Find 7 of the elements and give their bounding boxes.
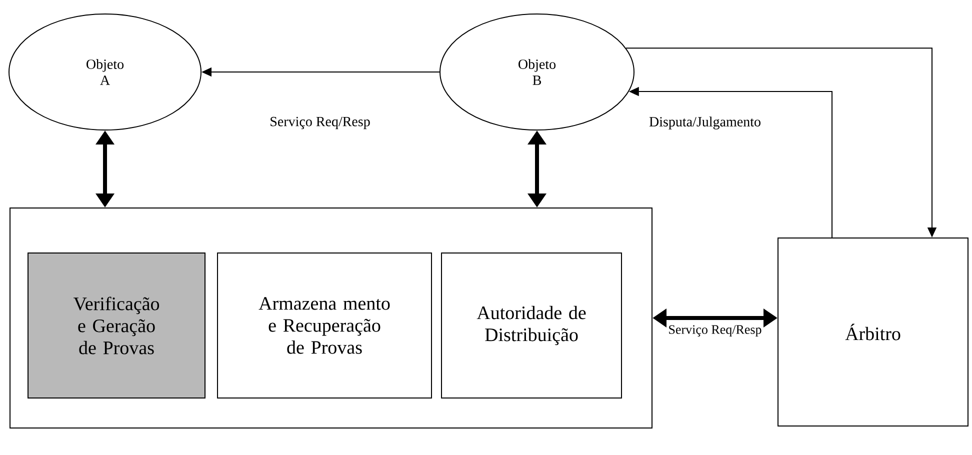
process-box: Árbitro [778, 238, 968, 426]
label-text: Disputa/Julgamento [649, 116, 760, 130]
label-text: Serviço Req/Resp [270, 116, 370, 130]
module-box: Autoridade de Distribuição [441, 252, 622, 398]
edge-label: Serviço Req/Resp [669, 325, 762, 337]
module-box: Verificação e Geração de Provas [28, 252, 206, 398]
module-box: Armazena mento e Recuperação de Provas [217, 252, 432, 398]
